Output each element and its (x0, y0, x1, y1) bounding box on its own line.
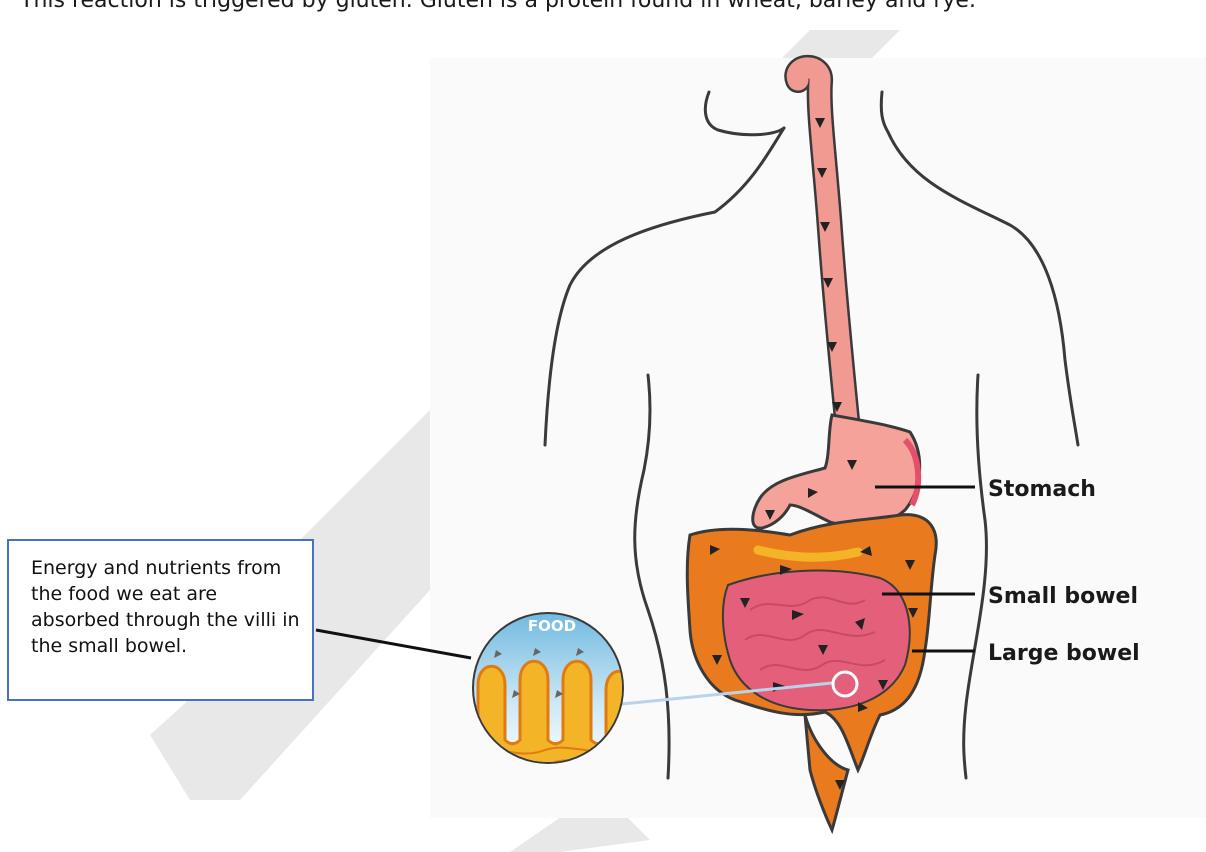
small-bowel (723, 571, 910, 711)
stomach-label: Stomach (988, 477, 1096, 502)
villi-callout-box: Energy and nutrients from the food we ea… (7, 539, 314, 701)
food-label: FOOD (528, 617, 576, 635)
large-bowel-label: Large bowel (988, 641, 1140, 666)
small-bowel-label: Small bowel (988, 584, 1138, 609)
